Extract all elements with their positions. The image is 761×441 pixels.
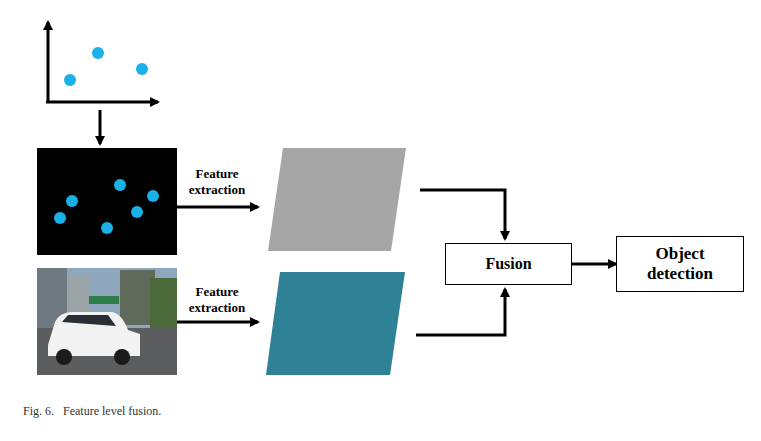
- down-arrow: [99, 110, 102, 144]
- scatter-plot: [46, 22, 158, 102]
- figure-caption: Fig. 6. Feature level fusion.: [23, 404, 161, 419]
- box-label: Fusion: [485, 254, 531, 273]
- merge-arrow: [420, 190, 505, 239]
- feature-map: [268, 148, 406, 251]
- box-content: Fusion: [485, 254, 531, 273]
- box-label: Object detection: [630, 244, 730, 285]
- point-image: [37, 148, 177, 255]
- extraction-arrow: [177, 321, 258, 324]
- merge-arrow: [416, 289, 505, 335]
- arrow-label: Feature extraction: [178, 166, 256, 198]
- output-box: Object detection: [616, 236, 744, 292]
- connector-arrow: [572, 263, 616, 266]
- extraction-arrow: [177, 206, 258, 209]
- arrow-label: Feature extraction: [178, 284, 256, 316]
- fusion-box: Fusion: [445, 243, 572, 285]
- feature-map: [266, 272, 405, 375]
- camera-photo: [37, 268, 177, 375]
- box-content: Object detection: [630, 244, 730, 285]
